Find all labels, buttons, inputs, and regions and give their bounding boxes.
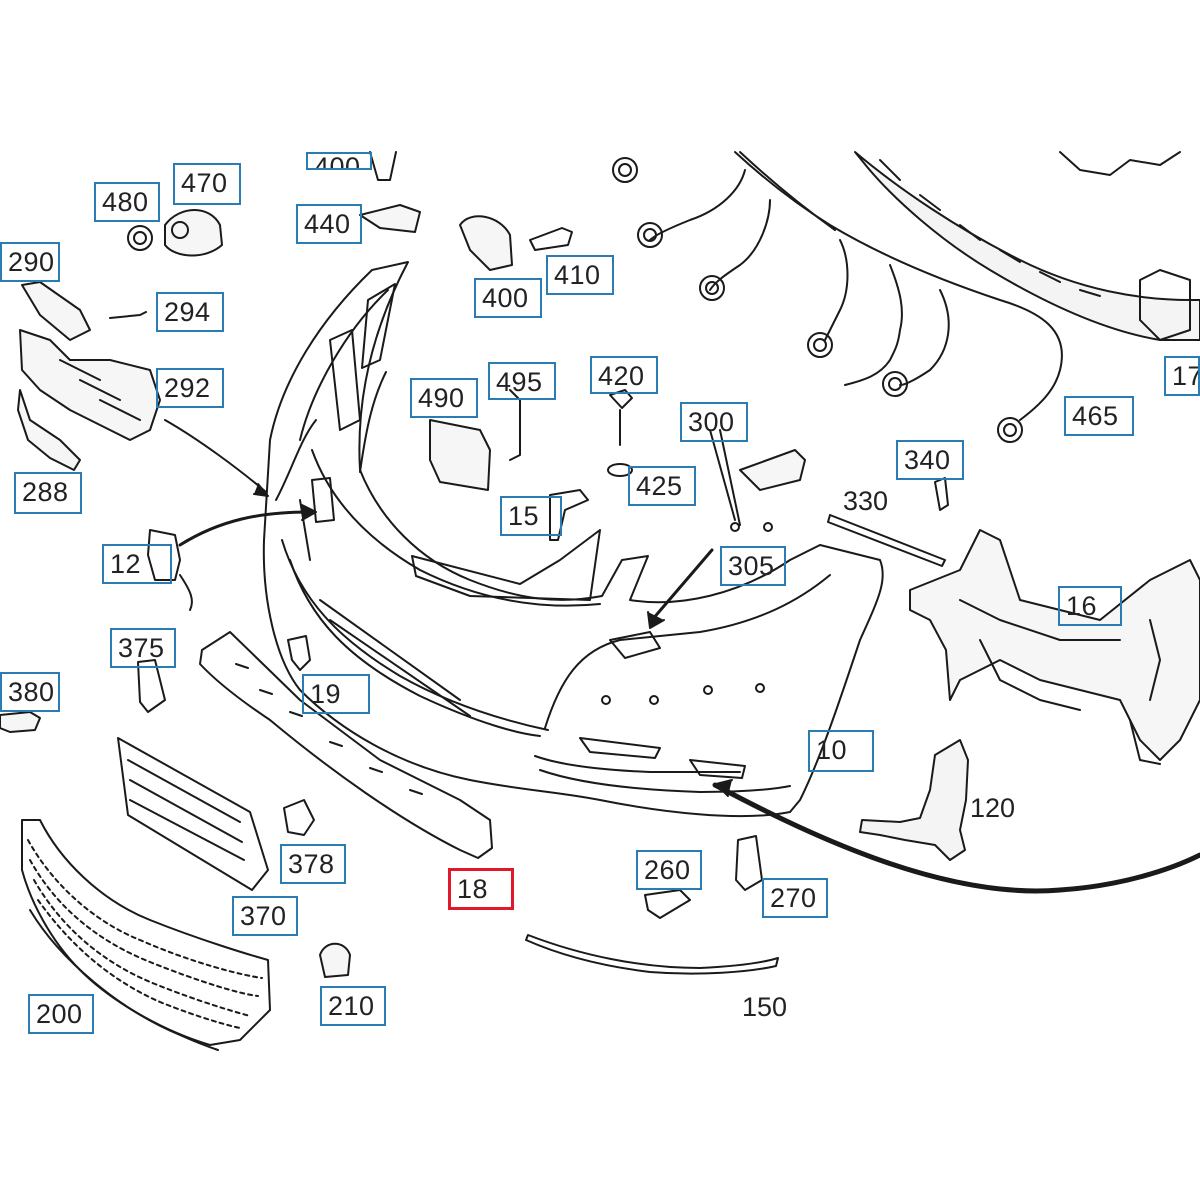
callout-420: 420 (590, 356, 658, 394)
label-120: 120 (970, 793, 1016, 823)
callout-425: 425 (628, 466, 696, 506)
callout-17: 17 (1164, 356, 1200, 396)
callout-400-top: 400 (306, 152, 372, 170)
callout-19: 19 (302, 674, 370, 714)
callout-290: 290 (0, 242, 60, 282)
upper-bumper-bracket (854, 151, 1200, 341)
callout-380: 380 (0, 672, 60, 712)
right-bumper-support (909, 529, 1200, 765)
callout-490: 490 (410, 378, 478, 418)
side-guide-bracket (859, 739, 969, 861)
callout-16: 16 (1058, 586, 1122, 626)
trim-strip-330 (827, 514, 946, 567)
callout-15: 15 (500, 496, 562, 536)
callout-440: 440 (296, 204, 362, 244)
sensor-wiring-harness (612, 151, 1063, 443)
small-hardware (0, 151, 949, 978)
callout-470: 470 (173, 163, 241, 205)
callout-305: 305 (720, 546, 786, 586)
callout-10: 10 (808, 730, 874, 772)
callout-200: 200 (28, 994, 94, 1034)
callout-18-highlighted: 18 (448, 868, 514, 910)
callout-375: 375 (110, 628, 176, 668)
callout-210: 210 (320, 986, 386, 1026)
callout-300: 300 (680, 402, 748, 442)
callout-12: 12 (102, 544, 172, 584)
molding-strip-18 (199, 631, 493, 859)
label-330: 330 (843, 486, 889, 516)
callout-480: 480 (94, 182, 160, 222)
license-plate-holder (117, 737, 269, 891)
callout-370: 370 (232, 896, 298, 936)
callout-400: 400 (474, 278, 542, 318)
callout-292: 292 (156, 368, 224, 408)
callout-270: 270 (762, 878, 828, 918)
callout-378: 378 (280, 844, 346, 884)
callout-340: 340 (896, 440, 964, 480)
label-150: 150 (742, 992, 788, 1022)
callout-260: 260 (636, 850, 702, 890)
front-bumper-cover (262, 261, 884, 818)
callout-410: 410 (546, 255, 614, 295)
callout-495: 495 (488, 362, 556, 400)
callout-288: 288 (14, 472, 82, 514)
leader-arrows (164, 419, 1200, 894)
callout-465: 465 (1064, 396, 1134, 436)
radiator-grille (21, 819, 271, 1051)
left-side-brackets (17, 281, 161, 471)
trim-strip-150 (525, 934, 779, 975)
callout-294: 294 (156, 292, 224, 332)
